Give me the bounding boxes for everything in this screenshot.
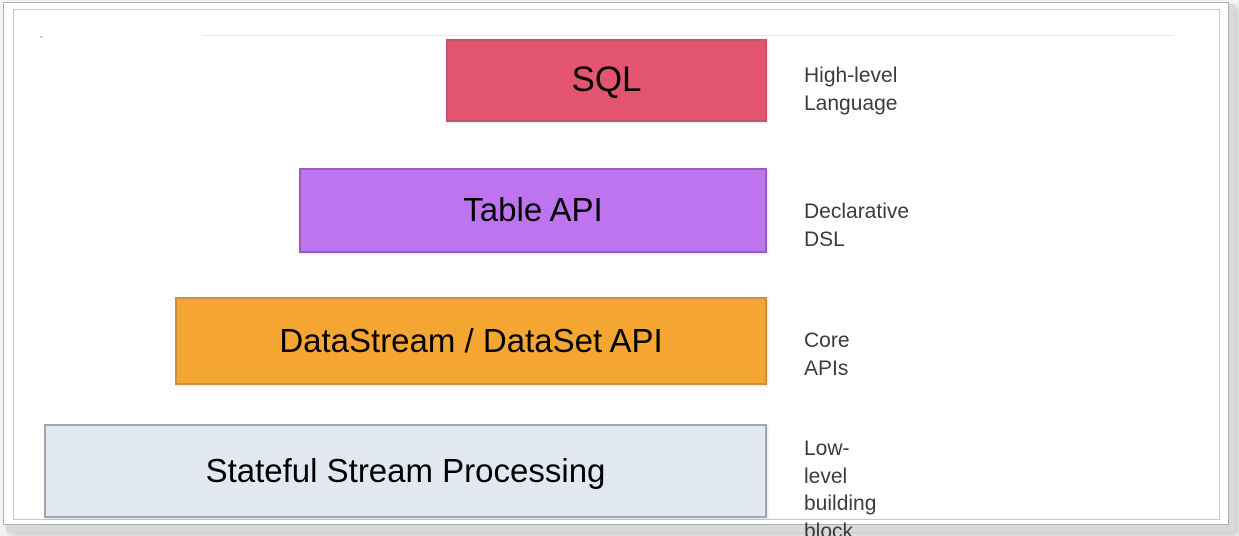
top-left-artifact-mark — [40, 36, 43, 38]
layer-note-sql: High-level Language — [804, 64, 898, 115]
layer-box-datastream-api[interactable]: DataStream / DataSet API — [175, 297, 767, 385]
layer-box-label-sql: SQL — [571, 60, 642, 100]
layer-box-stateful-stream-processing[interactable]: Stateful Stream Processing — [44, 424, 767, 518]
layer-box-label-datastream-api: DataStream / DataSet API — [279, 321, 663, 359]
layer-note-table-api: Declarative DSL — [804, 200, 910, 251]
top-hairline-divider — [202, 35, 1174, 36]
layer-box-table-api[interactable]: Table API — [299, 168, 767, 253]
layer-box-label-stateful-stream-processing: Stateful Stream Processing — [205, 451, 606, 489]
figure-inner-panel: SQL High-level Language Table API Declar… — [13, 9, 1220, 536]
layer-note-datastream-api: Core APIs — [804, 329, 850, 380]
layer-box-label-table-api: Table API — [463, 191, 603, 229]
layer-box-sql[interactable]: SQL — [446, 39, 767, 122]
layer-note-stateful-stream-processing: Low-level building block (streams, state… — [804, 437, 877, 536]
